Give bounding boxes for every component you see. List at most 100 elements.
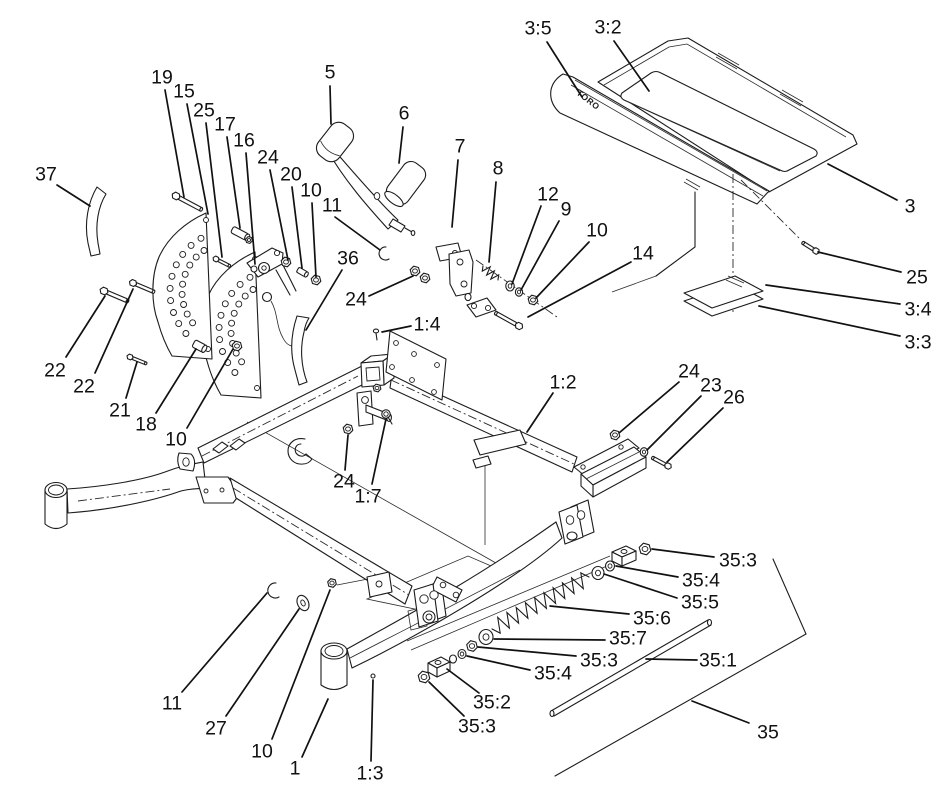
callout-label-35:3: 35:3 [719, 550, 757, 572]
lift-clevis [407, 576, 463, 631]
callout-label-10: 10 [586, 220, 608, 242]
strip-36 [291, 315, 310, 386]
leader-line-1:4 [381, 325, 412, 333]
callout-label-18: 18 [135, 414, 157, 436]
sector-plate-left-holes-shape [197, 234, 205, 242]
leader-line-35:3 [477, 646, 577, 657]
callout-label-9: 9 [561, 199, 572, 221]
frame-group-shape [219, 487, 225, 493]
link-14-shape [470, 302, 478, 310]
leader-line-10 [186, 348, 234, 429]
bolt-22-shape [128, 278, 138, 288]
leader-line-19 [164, 89, 185, 198]
sector-plate-right-holes-shape [236, 280, 244, 288]
leader-line-35:3 [651, 548, 715, 558]
nut-24-shape [422, 275, 428, 281]
callout-label-15: 15 [173, 81, 195, 103]
screw-1-4-shape [375, 332, 378, 341]
leader-line-1:3 [370, 679, 374, 762]
nut-24-shape [612, 432, 618, 438]
callout-label-11: 11 [162, 693, 182, 715]
leader-line-26 [666, 407, 724, 463]
washer-12-shape [507, 283, 513, 289]
grip-5-shape [315, 121, 355, 163]
pedestal-lines-shape [740, 179, 801, 240]
panel-slots [715, 52, 804, 107]
leader-line-35:2 [446, 668, 480, 694]
callout-label-21: 21 [109, 400, 131, 422]
leader-line-1 [301, 698, 329, 758]
pedestal-lines-shape [611, 275, 657, 293]
leader-line-6 [398, 126, 404, 164]
bolt-14-shape [493, 310, 498, 316]
reference-lines-shape [410, 562, 615, 651]
callout-label-10: 10 [251, 741, 273, 763]
leader-line-24 [618, 381, 680, 434]
seat-panel-group-shape [574, 79, 768, 192]
panel-slots-shape [779, 93, 802, 107]
lift-clevis-shape [452, 591, 460, 599]
leader-line-35:3 [428, 681, 465, 717]
callout-label-35:7: 35:7 [609, 628, 647, 650]
callout-label-23: 23 [700, 375, 722, 397]
leader-line-10 [311, 202, 317, 278]
plate-1-4-shape [393, 340, 399, 346]
lift-clevis-shape [425, 613, 433, 621]
leader-line-3:3 [758, 305, 901, 337]
trunnion-upper [611, 545, 637, 567]
sector-plate-left-holes-shape [172, 261, 180, 269]
spring-8-shape [481, 265, 500, 281]
bolt-26 [650, 455, 672, 470]
leader-line-18 [155, 348, 197, 414]
washer-35-7 [478, 628, 494, 646]
sector-plate-right-holes [215, 273, 257, 376]
screw-1-4 [372, 328, 380, 341]
bolt-14-shape [494, 311, 519, 327]
bolt-25-shape [212, 255, 220, 263]
screw-1-4-shape [372, 328, 380, 334]
bolt-22 [128, 278, 156, 294]
frame-block-shape [365, 366, 381, 382]
callout-label-24: 24 [333, 471, 355, 493]
sector-plate-left-holes-shape [192, 253, 200, 261]
plate-1-4-shape [409, 377, 415, 383]
lift-clevis-shape [439, 581, 447, 589]
sector-plate-left-holes-shape [187, 241, 195, 249]
callout-label-25: 25 [906, 267, 928, 289]
sector-plate-left-holes-shape [167, 297, 175, 305]
bolt-22-shape [133, 281, 155, 294]
rod-35-1-shape [553, 624, 712, 717]
bolt-1-7 [381, 409, 393, 425]
right-bracket [573, 438, 647, 498]
sector-plate-left-holes-shape [200, 247, 208, 254]
nut-24 [372, 383, 382, 393]
sector-plate-left-holes-shape [168, 272, 176, 280]
washer-27-shape [300, 599, 306, 607]
decal-strip [472, 455, 492, 469]
leader-line-36 [305, 269, 343, 331]
lift-clevis-shape [429, 590, 439, 600]
callout-label-19: 19 [151, 67, 173, 89]
callout-label-17: 17 [214, 114, 236, 136]
c-clip-11 [267, 582, 280, 599]
callout-label-20: 20 [280, 164, 302, 186]
bolt-25-shape [227, 263, 232, 268]
bolt-1-7-shape [383, 411, 389, 417]
leader-line-14 [527, 261, 632, 318]
callout-label-24: 24 [678, 361, 700, 383]
decal-strip-1-2 [473, 429, 527, 456]
plate-3-4-shape [727, 275, 745, 284]
plate-1-4-shape [411, 351, 417, 357]
strip-37 [85, 186, 107, 257]
nut-10-shape [530, 297, 536, 303]
trunnion-35-2 [427, 656, 451, 678]
leader-line-11 [334, 216, 381, 251]
washer-35-4-lower [457, 648, 467, 660]
sector-plate-right-holes-shape [228, 289, 236, 297]
callout-label-27: 27 [205, 718, 227, 740]
bolt-22-shape [105, 289, 129, 304]
right-bracket-shape [618, 444, 624, 450]
callout-label-10: 10 [300, 180, 322, 202]
